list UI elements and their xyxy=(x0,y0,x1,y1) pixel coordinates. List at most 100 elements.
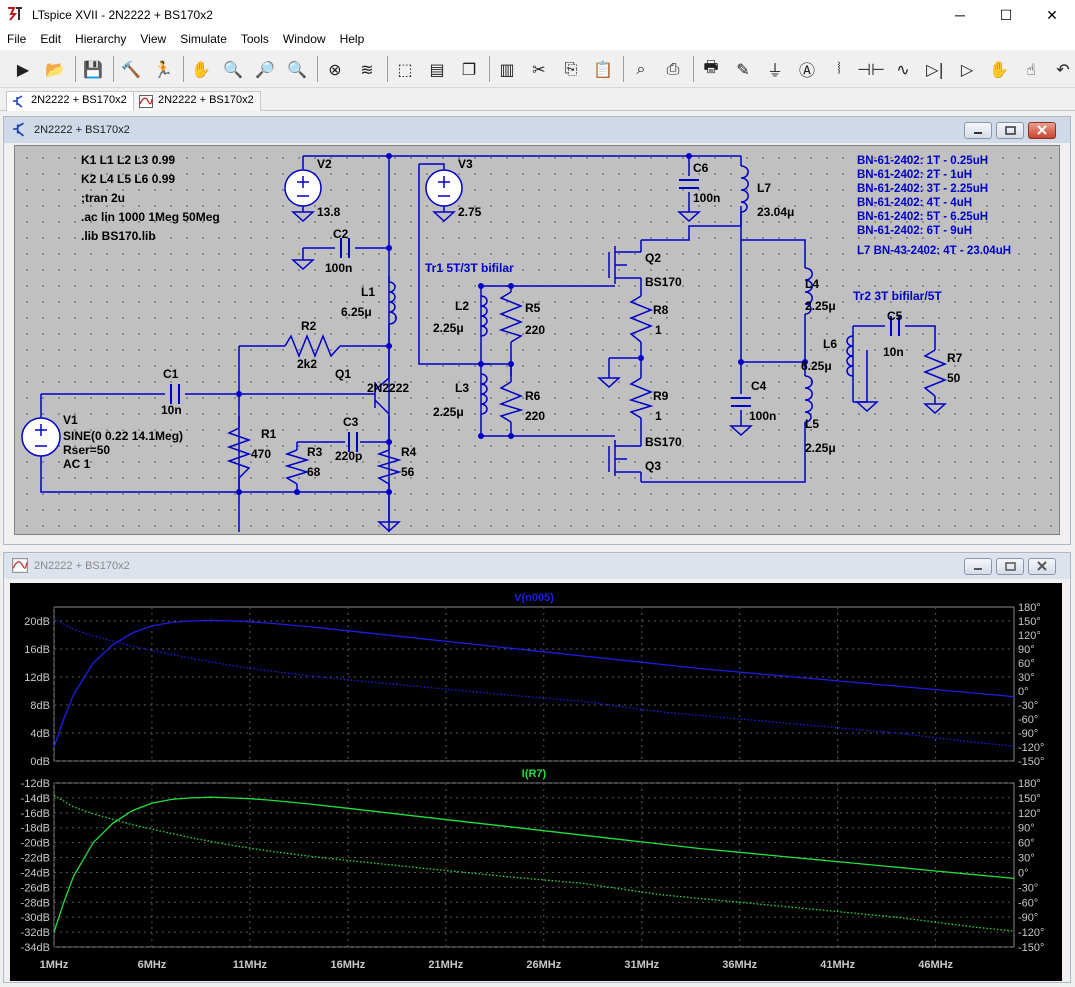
ground-icon: ⏚ xyxy=(766,61,783,80)
svg-text:6.25μ: 6.25μ xyxy=(341,305,372,319)
save-button[interactable]: 💾 xyxy=(80,56,106,82)
menu-help[interactable]: Help xyxy=(339,32,365,46)
y-tick-label-right: -30° xyxy=(1018,882,1038,894)
label-button[interactable]: Ⓐ xyxy=(794,56,820,82)
menu-hierarchy[interactable]: Hierarchy xyxy=(75,32,127,46)
svg-text:100n: 100n xyxy=(693,191,720,205)
y-tick-label-right: 180° xyxy=(1018,778,1041,790)
ground-button[interactable]: ⏚ xyxy=(762,56,788,82)
inductor-button[interactable]: ∿ xyxy=(890,56,916,82)
y-tick-label: -12dB xyxy=(21,778,50,790)
waveform-restore-button[interactable] xyxy=(996,558,1024,575)
component-icon: ▷ xyxy=(960,59,974,79)
svg-text:2.25μ: 2.25μ xyxy=(805,299,836,313)
tab-label: 2N2222 + BS170x2 xyxy=(31,94,127,106)
toolbar-separator xyxy=(387,56,388,82)
menu-file[interactable]: File xyxy=(7,32,27,46)
print-setup-button[interactable]: 🖶 xyxy=(698,56,724,82)
directive-line: K2 L4 L5 L6 0.99 xyxy=(81,172,175,186)
tile-horizontal-button[interactable]: ▤ xyxy=(424,56,450,82)
y-tick-label-right: 180° xyxy=(1018,602,1041,614)
tile-vertical-button[interactable]: ▥ xyxy=(494,56,520,82)
wires xyxy=(40,155,936,532)
svg-text:R8: R8 xyxy=(653,303,669,317)
schematic-canvas[interactable]: K1 L1 L2 L3 0.99 K2 L4 L5 L6 0.99 ;tran … xyxy=(14,145,1060,535)
drag-hand-button[interactable]: ☝ xyxy=(1018,56,1044,82)
toolbar-separator xyxy=(489,56,490,82)
capacitor-icon: ⊣⊢ xyxy=(857,59,885,79)
y-tick-label: 8dB xyxy=(30,700,50,712)
zoom-cancel-button[interactable]: ⊗ xyxy=(322,56,348,82)
cascade-icon: ❐ xyxy=(461,59,477,79)
pencil-button[interactable]: ✎ xyxy=(730,56,756,82)
maximize-button[interactable]: ☐ xyxy=(999,6,1013,23)
undo-button[interactable]: ↶ xyxy=(1050,56,1075,82)
minimize-icon xyxy=(974,568,982,570)
svg-text:BS170: BS170 xyxy=(645,435,682,449)
diode-button[interactable]: ▷| xyxy=(922,56,948,82)
tr1-label: Tr1 5T/3T bifilar xyxy=(425,261,514,275)
menu-tools[interactable]: Tools xyxy=(240,32,269,46)
zoom-out-button[interactable]: 🔍 xyxy=(284,56,310,82)
y-tick-label: -20dB xyxy=(21,838,50,850)
open-button[interactable]: 📂 xyxy=(42,56,68,82)
copy-button[interactable]: ⎘ xyxy=(558,56,584,82)
print-button[interactable]: ⎙ xyxy=(660,56,686,82)
waveform-button[interactable]: ≋ xyxy=(354,56,380,82)
y-tick-label: 16dB xyxy=(24,644,50,656)
svg-text:56: 56 xyxy=(401,465,415,479)
document-tabs: 2N2222 + BS170x2 2N2222 + BS170x2 xyxy=(0,89,1075,111)
plot-title[interactable]: I(R7) xyxy=(522,768,547,780)
run-button[interactable]: ▶ xyxy=(10,56,36,82)
menu-view[interactable]: View xyxy=(140,32,167,46)
x-tick-label: 46MHz xyxy=(918,959,953,971)
close-icon xyxy=(1037,561,1047,571)
control-panel-button[interactable]: 🔨 xyxy=(118,56,144,82)
svg-text:100n: 100n xyxy=(325,261,352,275)
schematic-close-button[interactable] xyxy=(1028,122,1056,139)
svg-text:R7: R7 xyxy=(947,351,963,365)
schematic-drawing[interactable]: K1 L1 L2 L3 0.99 K2 L4 L5 L6 0.99 ;tran … xyxy=(15,146,1061,536)
find-button[interactable]: ⌕ xyxy=(628,56,654,82)
3d-box-button[interactable]: ⬚ xyxy=(392,56,418,82)
tab-waveform[interactable]: 2N2222 + BS170x2 xyxy=(133,91,261,111)
series-magnitude-line xyxy=(53,619,1015,748)
svg-text:68: 68 xyxy=(307,465,321,479)
close-button[interactable]: ✕ xyxy=(1046,6,1058,23)
zoom-in-button[interactable]: 🔍 xyxy=(220,56,246,82)
menu-edit[interactable]: Edit xyxy=(40,32,62,46)
schematic-restore-button[interactable] xyxy=(996,122,1024,139)
zoom-area-button[interactable]: 🔎 xyxy=(252,56,278,82)
schematic-minimize-button[interactable] xyxy=(964,122,992,139)
waveform-plots[interactable]: V(n005)20dB16dB12dB8dB4dB0dB180°150°120°… xyxy=(10,583,1062,981)
note-line: BN-61-2402: 1T - 0.25uH xyxy=(857,155,988,167)
svg-text:2k2: 2k2 xyxy=(297,357,317,371)
component-button[interactable]: ▷ xyxy=(954,56,980,82)
cut-button[interactable]: ✂ xyxy=(526,56,552,82)
cascade-button[interactable]: ❐ xyxy=(456,56,482,82)
waveform-minimize-button[interactable] xyxy=(964,558,992,575)
run-man-button[interactable]: 🏃 xyxy=(150,56,176,82)
svg-text:Q1: Q1 xyxy=(335,367,351,381)
move-hand-button[interactable]: ✋ xyxy=(986,56,1012,82)
paste-button[interactable]: 📋 xyxy=(590,56,616,82)
menu-window[interactable]: Window xyxy=(282,32,326,46)
svg-text:Q2: Q2 xyxy=(645,251,661,265)
pan-hand-icon: ✋ xyxy=(191,59,211,79)
resistor-button[interactable]: ⦚ xyxy=(826,56,852,82)
menu-simulate[interactable]: Simulate xyxy=(180,32,227,46)
plot-title[interactable]: V(n005) xyxy=(514,592,554,604)
capacitor-button[interactable]: ⊣⊢ xyxy=(857,56,885,82)
minimize-button[interactable]: ─ xyxy=(955,7,965,23)
svg-text:Q3: Q3 xyxy=(645,459,661,473)
pan-hand-button[interactable]: ✋ xyxy=(188,56,214,82)
tab-schematic[interactable]: 2N2222 + BS170x2 xyxy=(6,91,134,111)
svg-text:6.25μ: 6.25μ xyxy=(801,359,832,373)
y-tick-label: -16dB xyxy=(21,808,50,820)
y-tick-label-right: -90° xyxy=(1018,912,1038,924)
waveform-close-button[interactable] xyxy=(1028,558,1056,575)
zoom-cancel-icon: ⊗ xyxy=(328,59,342,79)
svg-text:L4: L4 xyxy=(805,277,819,291)
